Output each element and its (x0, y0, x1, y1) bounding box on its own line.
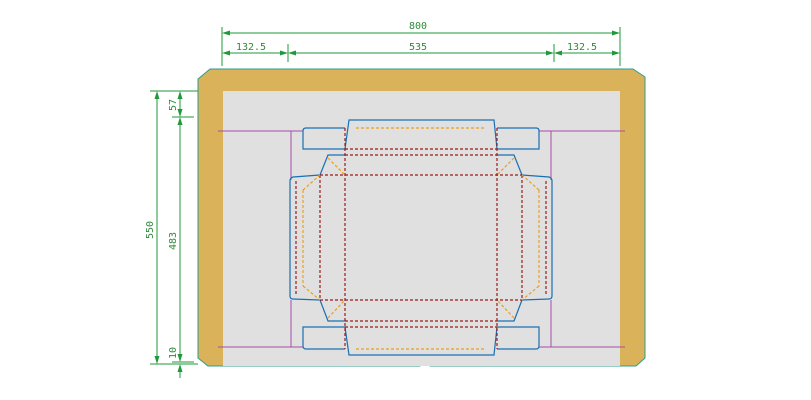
bottom-left-tab (302, 326, 345, 350)
top-right-gusset (497, 154, 523, 176)
dim-right-margin: 132.5 (567, 42, 597, 53)
cut-lines (289, 119, 553, 356)
top-left-gusset (319, 154, 345, 176)
dim-bottom-margin: 10 (168, 347, 179, 359)
bottom-right-tab (497, 326, 540, 350)
bottom-left-gusset (319, 299, 345, 322)
dim-overall-width: 800 (409, 21, 427, 32)
work-panel (223, 91, 620, 366)
bottom-right-gusset (497, 299, 523, 322)
dim-inner-height: 483 (168, 232, 179, 250)
horizontal-dimensions (221, 27, 621, 66)
dim-top-margin: 57 (168, 99, 179, 111)
bottom-long-flap (344, 326, 498, 356)
top-left-tab (302, 127, 345, 150)
right-side-flap (521, 174, 553, 301)
left-side-flap (289, 174, 321, 301)
dim-center-width: 535 (409, 42, 427, 53)
top-right-tab (497, 127, 540, 150)
dim-overall-height: 550 (145, 221, 156, 239)
perforation-lines (302, 127, 540, 350)
fold-lines (295, 128, 547, 349)
top-long-flap (344, 119, 498, 150)
horizontal-dimension-arrows (222, 30, 620, 56)
vertical-dimensions (150, 90, 198, 378)
guide-lines (218, 130, 625, 348)
vertical-dimension-arrows (154, 91, 183, 372)
dim-left-margin: 132.5 (236, 42, 266, 53)
